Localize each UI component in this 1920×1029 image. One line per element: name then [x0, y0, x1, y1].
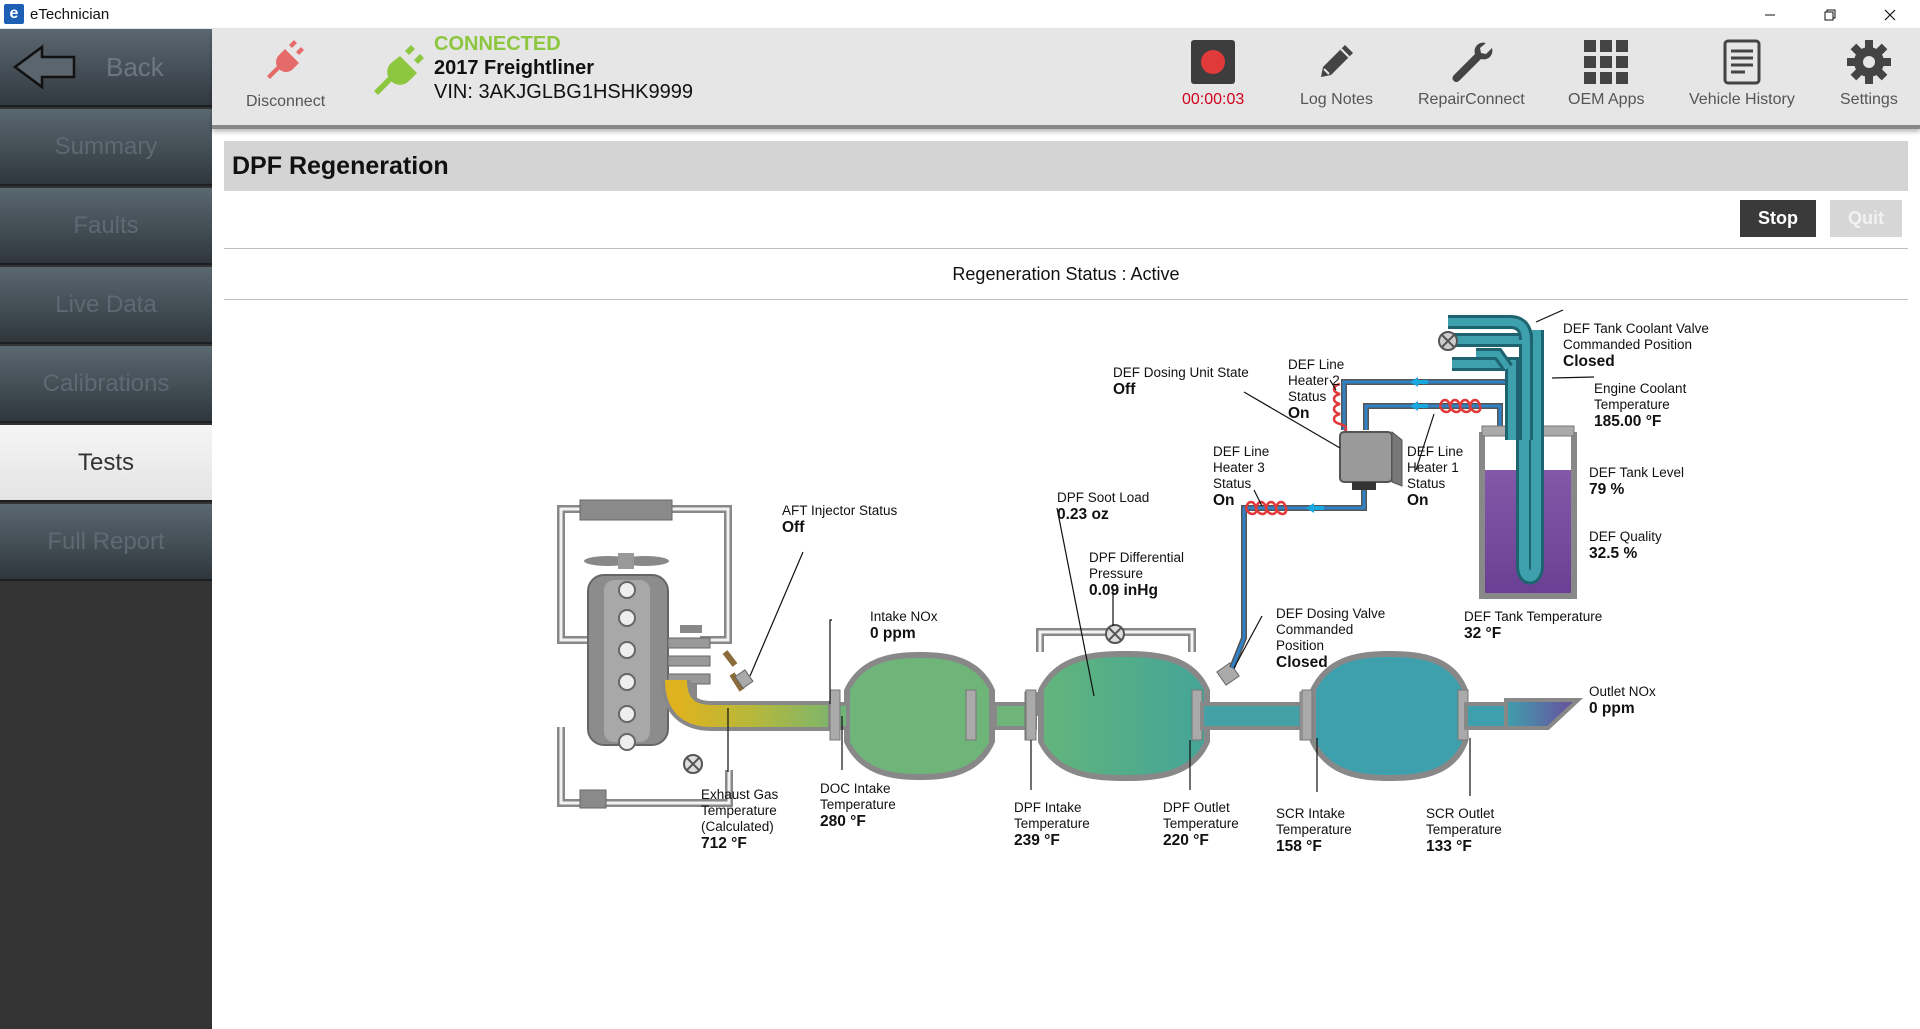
sidebar-item-live-data[interactable]: Live Data: [0, 267, 212, 344]
pressure-sensor-icon: [1105, 624, 1125, 644]
scr-canister: [1310, 651, 1468, 781]
close-button[interactable]: [1860, 0, 1920, 29]
aft-injector-icon: [722, 650, 745, 692]
recording-timer: 00:00:03: [1182, 91, 1245, 108]
record-icon: [1191, 40, 1236, 84]
disconnect-label: Disconnect: [246, 93, 326, 110]
unplug-icon: [266, 40, 304, 79]
gear-icon: [1846, 40, 1891, 84]
test-panel: DPF Regeneration Stop Quit Regeneration …: [224, 141, 1908, 300]
heater-coils: [1244, 382, 1482, 516]
disconnect-button[interactable]: Disconnect: [246, 39, 325, 111]
sidebar-item-calibrations[interactable]: Calibrations: [0, 346, 212, 423]
engine-icon: [584, 553, 711, 751]
pencil-icon: [1321, 45, 1354, 77]
sidebar: Back Summary Faults Live Data Calibratio…: [0, 29, 212, 1029]
def-tank-coolant-valve-icon: [1438, 331, 1458, 351]
exhaust-pipe: [665, 679, 830, 727]
def-dosing-valve-icon: [1216, 662, 1240, 686]
window-controls: [1740, 0, 1920, 29]
vehicle-history-button[interactable]: Vehicle History: [1689, 39, 1795, 109]
stop-button[interactable]: Stop: [1740, 200, 1816, 237]
leader-lines: [727, 309, 1595, 796]
tailpipe: [1504, 698, 1584, 730]
back-button[interactable]: Back: [0, 29, 212, 107]
coolant-loop: [1519, 330, 1541, 582]
app-logo-icon: e: [4, 4, 24, 24]
test-actions: Stop Quit: [224, 191, 1908, 249]
header-toolbar: Disconnect CONNECTED 2017 Freightliner V…: [212, 29, 1920, 129]
back-arrow-icon: [12, 44, 76, 90]
exhaust-gas-temperature: Exhaust Gas Temperature (Calculated)712 …: [701, 787, 779, 852]
title-bar: e eTechnician: [0, 0, 1920, 29]
vehicle-vin: VIN: 3AKJGLBG1HSHK9999: [434, 81, 694, 103]
window-title: eTechnician: [30, 5, 110, 23]
document-icon: [1723, 39, 1761, 85]
connection-status: CONNECTED: [434, 33, 561, 55]
wrench-icon: [1452, 42, 1493, 83]
def-dosing-unit: [1339, 430, 1403, 490]
sidebar-item-summary[interactable]: Summary: [0, 109, 212, 186]
connection-info: CONNECTED 2017 Freightliner VIN: 3AKJGLB…: [434, 33, 693, 104]
sidebar-item-full-report[interactable]: Full Report: [0, 504, 212, 581]
coolant-valve-icon: [683, 754, 703, 774]
sidebar-item-tests[interactable]: Tests: [0, 425, 212, 502]
regeneration-status: Regeneration Status : Active: [224, 249, 1908, 300]
close-icon: [1884, 9, 1896, 20]
restore-icon: [1824, 9, 1836, 20]
record-button[interactable]: 00:00:03: [1182, 39, 1244, 109]
vehicle-name: 2017 Freightliner: [434, 57, 595, 79]
def-tank-coolant-valve-position: DEF Tank Coolant Valve Commanded Positio…: [1563, 321, 1709, 370]
dpf-canister: [1038, 651, 1210, 781]
radiator: [579, 499, 673, 521]
grid-apps-icon: [1584, 40, 1629, 84]
doc-canister: [844, 652, 995, 780]
settings-button[interactable]: Settings: [1840, 39, 1898, 109]
test-title: DPF Regeneration: [224, 141, 1908, 191]
flow-arrows: [1306, 377, 1428, 513]
log-notes-button[interactable]: Log Notes: [1300, 39, 1373, 109]
oem-apps-button[interactable]: OEM Apps: [1568, 39, 1644, 109]
engine-cooling-loop: [557, 505, 733, 807]
minimize-button[interactable]: [1740, 0, 1800, 29]
minimize-icon: [1765, 14, 1775, 15]
sidebar-item-faults[interactable]: Faults: [0, 188, 212, 265]
vehicle-history-label: Vehicle History: [1689, 91, 1795, 108]
restore-button[interactable]: [1800, 0, 1860, 29]
plug-connected-icon: [374, 45, 424, 95]
def-tank: [1479, 425, 1577, 599]
log-notes-label: Log Notes: [1300, 91, 1373, 108]
repairconnect-button[interactable]: RepairConnect: [1418, 39, 1525, 109]
repairconnect-label: RepairConnect: [1418, 91, 1525, 108]
back-label: Back: [106, 51, 164, 82]
quit-button[interactable]: Quit: [1830, 200, 1902, 237]
oem-apps-label: OEM Apps: [1568, 91, 1645, 108]
settings-label: Settings: [1840, 91, 1898, 108]
